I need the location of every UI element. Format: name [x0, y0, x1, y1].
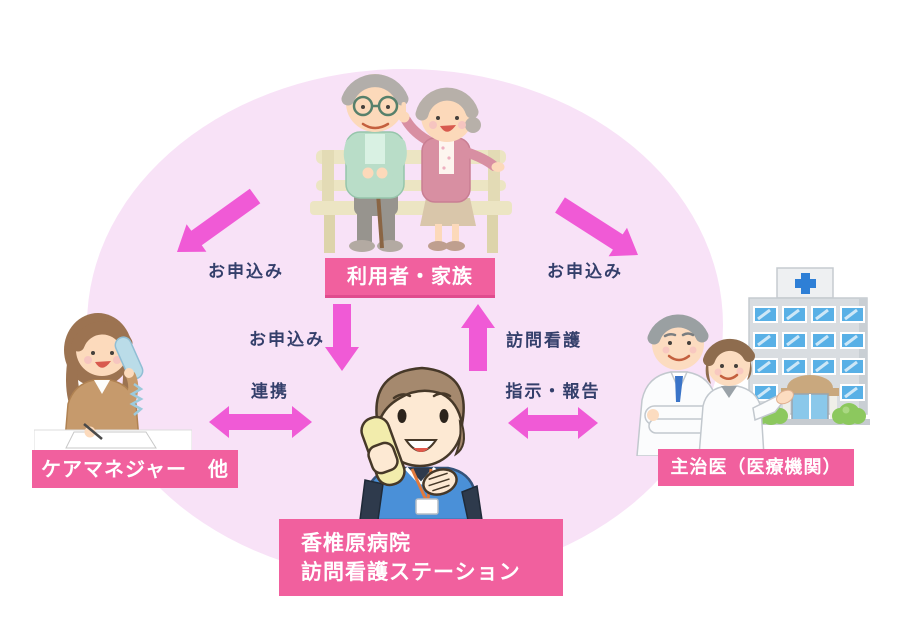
elderly-couple-illustration: [310, 74, 512, 253]
nurse-illustration: [359, 366, 483, 520]
care-manager-figure: [34, 313, 192, 452]
elderly-man: [341, 74, 409, 252]
edge-label-visiting-nursing: 訪問看護: [506, 331, 582, 351]
female-doctor: [698, 338, 794, 456]
station-name-line2: 訪問看護ステーション: [301, 560, 521, 584]
station-name-line1: 香椎原病院: [301, 531, 411, 555]
hand-on-chest: [422, 468, 458, 496]
pen: [83, 423, 103, 440]
edge-label-apply-center: お申込み: [249, 330, 325, 350]
edge-label-apply-left: お申込み: [208, 262, 284, 282]
node-primary-doctor: 主治医（医療機関）: [658, 449, 854, 486]
node-nursing-station: 香椎原病院 訪問看護ステーション: [279, 519, 563, 596]
male-doctor: [636, 314, 722, 456]
phone-handset: [114, 336, 144, 380]
node-care-manager: ケアマネジャー 他: [32, 450, 238, 488]
bench: [310, 150, 512, 253]
edge-label-apply-right: お申込み: [547, 262, 623, 282]
id-badge: [415, 498, 439, 515]
care-manager-illustration: [34, 313, 192, 452]
doctors-hospital-illustration: [636, 267, 870, 456]
nurse-figure: [359, 366, 483, 520]
elderly-woman: [398, 87, 505, 251]
edge-label-cooperation: 連携: [251, 382, 289, 402]
edge-label-instruction-report: 指示・報告: [505, 382, 601, 402]
hospital-building: [743, 267, 870, 425]
node-users-family: 利用者・家族: [325, 258, 495, 298]
paper: [65, 431, 157, 449]
